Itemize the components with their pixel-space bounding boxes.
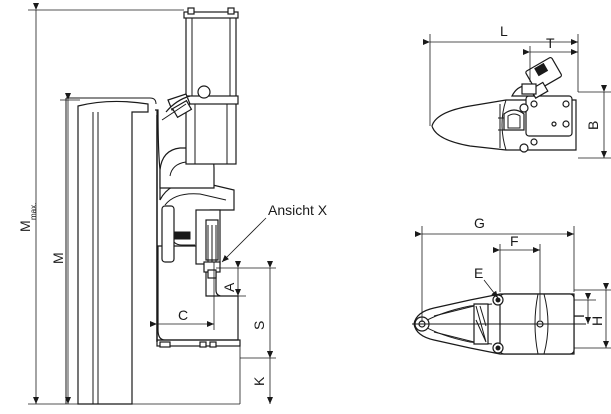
label-t: T [546, 35, 555, 51]
label-m: M [50, 252, 66, 264]
cylinder [185, 13, 237, 165]
label-b: B [585, 121, 601, 130]
top-view [431, 57, 577, 153]
label-i: I [571, 314, 587, 318]
side-view [65, 7, 241, 405]
label-h: H [589, 316, 605, 326]
label-k: K [251, 376, 267, 386]
top-view-dimensions [423, 34, 611, 159]
label-ansicht-x: Ansicht X [268, 202, 328, 218]
bottom-view-dimensions [415, 226, 611, 349]
label-g: G [474, 215, 485, 231]
label-m-max: M max. [17, 203, 38, 232]
dimension-labels: M max. M Ansicht X A C S K L T B G F E I… [17, 23, 605, 386]
label-c: C [178, 307, 188, 323]
label-m-max-main: M [17, 220, 33, 232]
label-l: L [500, 23, 508, 39]
label-a: A [221, 282, 237, 292]
label-s: S [251, 321, 267, 330]
column [77, 100, 149, 405]
bottom-view [412, 293, 586, 355]
lever [161, 205, 175, 263]
valve [161, 85, 211, 121]
label-e: E [474, 265, 483, 281]
label-f: F [510, 233, 519, 249]
side-view-dimensions [28, 3, 276, 405]
label-m-max-sub: max. [29, 203, 38, 220]
